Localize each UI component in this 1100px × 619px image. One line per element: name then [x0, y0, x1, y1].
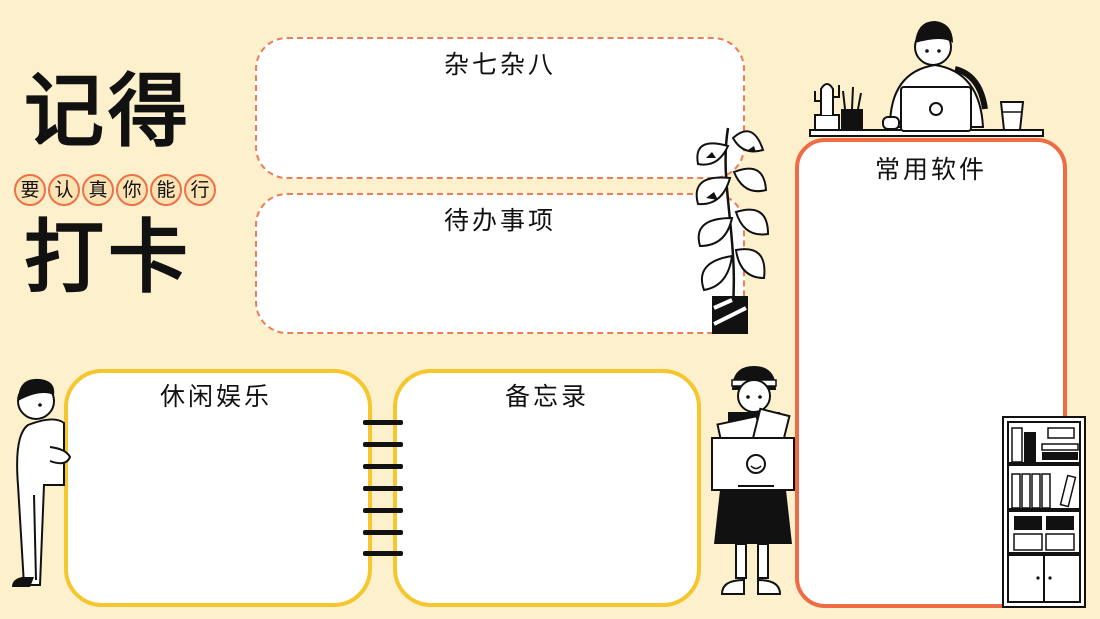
notebook-ring — [363, 551, 403, 556]
misc-panel[interactable]: 杂七杂八 — [255, 37, 745, 179]
software-panel-title: 常用软件 — [874, 155, 987, 184]
motto-chip: 要 — [14, 174, 46, 206]
leisure-panel-title: 休闲娱乐 — [160, 382, 273, 411]
misc-panel-title: 杂七杂八 — [443, 50, 556, 79]
motto-chip: 能 — [150, 174, 182, 206]
notebook-ring — [363, 486, 403, 491]
motto-chip: 真 — [82, 174, 114, 206]
title-line-2: 打卡 — [24, 211, 192, 304]
todo-panel[interactable]: 待办事项 — [255, 193, 745, 334]
notebook-ring — [363, 420, 403, 425]
man-illustration — [12, 378, 72, 587]
desk-person-illustration — [809, 21, 1044, 137]
leisure-panel[interactable]: 休闲娱乐 — [64, 369, 372, 607]
motto-chip: 你 — [116, 174, 148, 206]
memo-panel[interactable]: 备忘录 — [393, 369, 701, 607]
plant-illustration — [695, 127, 770, 334]
notebook-ring — [363, 442, 403, 447]
memo-panel-title: 备忘录 — [504, 382, 589, 411]
girl-with-box-illustration — [711, 366, 795, 595]
motto-chip: 认 — [48, 174, 80, 206]
motto-chips: 要 认 真 你 能 行 — [14, 174, 216, 206]
bookshelf-illustration — [1002, 416, 1086, 608]
notebook-ring — [363, 464, 403, 469]
notebook-ring — [363, 508, 403, 513]
notebook-ring — [363, 530, 403, 535]
title-line-1: 记得 — [24, 65, 192, 158]
motto-chip: 行 — [184, 174, 216, 206]
software-panel[interactable]: 常用软件 — [795, 138, 1067, 608]
todo-panel-title: 待办事项 — [443, 206, 556, 235]
